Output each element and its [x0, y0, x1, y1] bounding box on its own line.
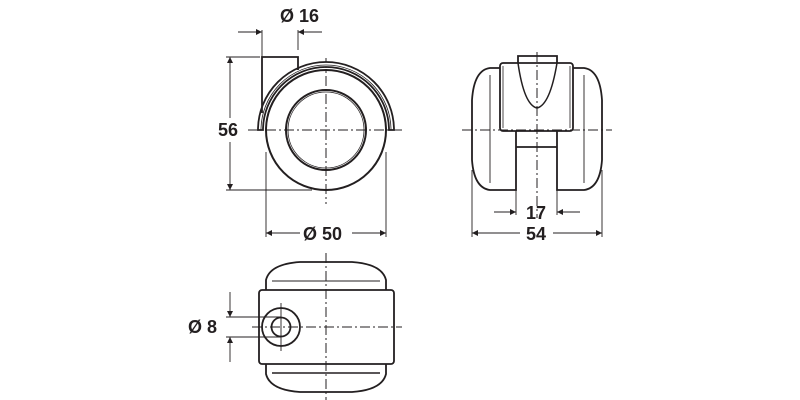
stem-diameter-label: Ø 16: [280, 6, 319, 26]
front-view-right-wheel: [556, 67, 603, 191]
side-view-wheel: [265, 69, 387, 191]
overall-width-label: 54: [526, 224, 546, 244]
height-label: 56: [218, 120, 238, 140]
front-view: [462, 52, 612, 237]
front-view-left-wheel: [471, 67, 517, 191]
hole-diameter-label: Ø 8: [188, 317, 217, 337]
side-view-hood-inner-line: [260, 64, 392, 131]
side-view: [226, 29, 402, 237]
wheel-diameter-label: Ø 50: [303, 224, 342, 244]
top-view: [226, 253, 402, 400]
side-view-hub-outer: [285, 89, 367, 171]
gap-width-label: 17: [526, 203, 546, 223]
side-view-hub-inner: [287, 91, 365, 169]
side-view-stem: [261, 56, 299, 113]
side-view-hood: [257, 61, 395, 131]
